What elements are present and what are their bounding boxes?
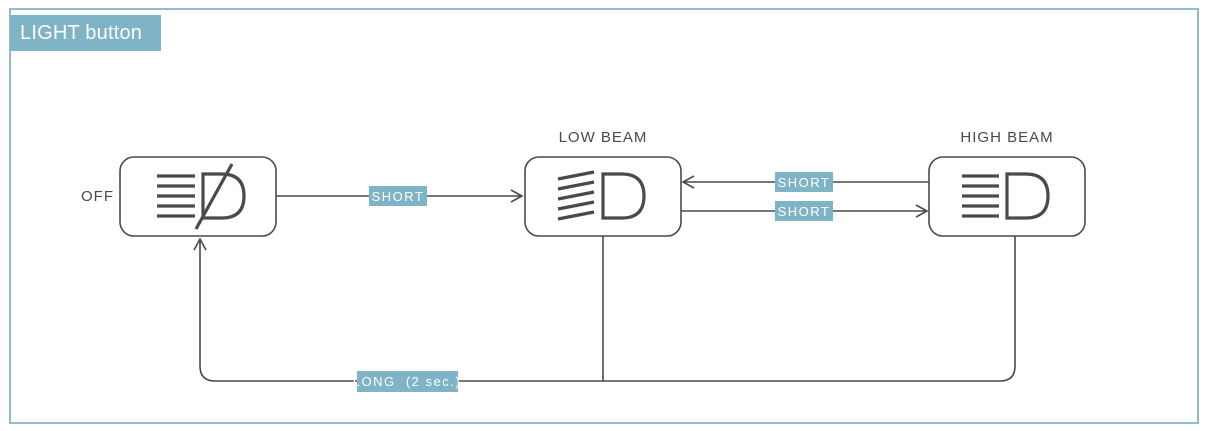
state-low-beam-label: LOW BEAM [559, 129, 648, 146]
tag-long-to-off: LONG (2 sec.) [353, 371, 461, 392]
high-beam-icon [962, 172, 1050, 220]
tag-long-to-off-text: LONG (2 sec.) [353, 374, 461, 389]
tag-low-to-high-text: SHORT [778, 204, 831, 219]
state-off-label: OFF [81, 188, 114, 205]
tag-low-to-high: SHORT [775, 201, 833, 221]
tag-off-to-low-text: SHORT [372, 189, 425, 204]
arrow-long-to-off [200, 236, 1016, 382]
diagram-frame [9, 8, 1199, 424]
title-prefix: LIGHT button [20, 22, 143, 44]
diagram-title: LIGHT button B [10, 15, 161, 80]
tag-off-to-low: SHORT [369, 186, 427, 206]
tag-high-to-low: SHORT [775, 172, 833, 192]
low-beam-icon [557, 170, 646, 221]
headlight-off-icon [157, 163, 246, 230]
tag-high-to-low-text: SHORT [778, 175, 831, 190]
title-key: B [20, 58, 35, 80]
state-high-beam-label: HIGH BEAM [960, 129, 1053, 146]
